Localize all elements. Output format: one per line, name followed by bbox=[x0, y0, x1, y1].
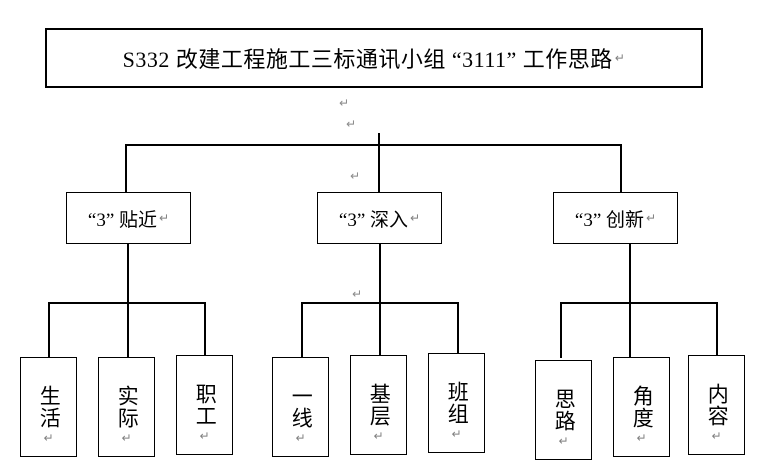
connector-level2-drop-left bbox=[125, 144, 127, 192]
title-box: S332 改建工程施工三标通讯小组 “3111” 工作思路↵ bbox=[45, 28, 703, 88]
level3-box-4: 一线 ↵ bbox=[272, 357, 329, 457]
title-text: S332 改建工程施工三标通讯小组 “3111” 工作思路 bbox=[122, 47, 613, 72]
paragraph-mark-icon: ↵ bbox=[121, 431, 132, 445]
level3-box-8-label: 角度 bbox=[630, 385, 655, 429]
level3-box-6-label: 班组 bbox=[445, 381, 470, 425]
paragraph-mark-icon: ↵ bbox=[451, 427, 462, 441]
level2-box-1-label: “3” 贴近 bbox=[87, 209, 158, 231]
level2-box-2: “3” 深入↵ bbox=[317, 192, 442, 244]
paragraph-mark-icon: ↵ bbox=[646, 211, 657, 225]
level3-box-8: 角度 ↵ bbox=[613, 357, 670, 457]
connector-level2-drop-right bbox=[620, 144, 622, 192]
level3-box-7-label: 思路 bbox=[552, 388, 577, 432]
level2-box-3-label: “3” 创新 bbox=[574, 209, 645, 231]
paragraph-mark-icon: ↵ bbox=[373, 429, 384, 443]
paragraph-mark-icon: ↵ bbox=[410, 211, 421, 225]
paragraph-mark-icon: ↵ bbox=[636, 431, 647, 445]
level3-box-2: 实际 ↵ bbox=[98, 357, 155, 457]
connector-group1-drop-1 bbox=[48, 302, 50, 358]
paragraph-mark-icon: ↵ bbox=[199, 429, 210, 443]
connector-trunk-stem bbox=[378, 133, 380, 192]
connector-group1-stem bbox=[127, 244, 129, 304]
connector-group3-drop-1 bbox=[560, 302, 562, 358]
level3-box-9-label: 内容 bbox=[705, 383, 730, 427]
floating-paragraph-mark-icon-2: ↵ bbox=[346, 117, 357, 131]
connector-group2-drop-2 bbox=[379, 302, 381, 358]
floating-paragraph-mark-icon-4: ↵ bbox=[352, 287, 363, 301]
connector-group2-stem bbox=[379, 244, 381, 304]
level3-box-3: 职工 ↵ bbox=[176, 355, 233, 455]
connector-group3-bus bbox=[560, 302, 718, 304]
level3-box-4-label: 一线 bbox=[289, 385, 314, 429]
level3-box-3-label: 职工 bbox=[193, 383, 218, 427]
connector-group1-drop-2 bbox=[127, 302, 129, 358]
connector-group1-drop-3 bbox=[204, 302, 206, 358]
level2-box-3: “3” 创新↵ bbox=[553, 192, 678, 244]
level3-box-5-label: 基层 bbox=[367, 383, 392, 427]
connector-group2-drop-3 bbox=[457, 302, 459, 358]
connector-level2-bus bbox=[125, 144, 622, 146]
connector-group3-drop-2 bbox=[629, 302, 631, 358]
paragraph-mark-icon: ↵ bbox=[159, 211, 170, 225]
level3-box-1: 生活 ↵ bbox=[20, 357, 77, 457]
connector-group2-drop-1 bbox=[301, 302, 303, 358]
level2-box-1: “3” 贴近↵ bbox=[66, 192, 191, 244]
floating-paragraph-mark-icon-3: ↵ bbox=[350, 169, 361, 183]
level3-box-6: 班组 ↵ bbox=[428, 353, 485, 453]
paragraph-mark-icon: ↵ bbox=[614, 51, 626, 65]
paragraph-mark-icon: ↵ bbox=[711, 429, 722, 443]
level3-box-1-label: 生活 bbox=[37, 385, 62, 429]
connector-group3-stem bbox=[629, 244, 631, 304]
paragraph-mark-icon: ↵ bbox=[43, 431, 54, 445]
floating-paragraph-mark-icon-1: ↵ bbox=[339, 96, 350, 110]
level3-box-2-label: 实际 bbox=[115, 385, 140, 429]
level3-box-7: 思路 ↵ bbox=[535, 360, 592, 460]
level3-box-5: 基层 ↵ bbox=[350, 355, 407, 455]
level3-box-9: 内容 ↵ bbox=[688, 355, 745, 455]
paragraph-mark-icon: ↵ bbox=[295, 431, 306, 445]
level2-box-2-label: “3” 深入 bbox=[338, 209, 409, 231]
connector-group3-drop-3 bbox=[716, 302, 718, 358]
paragraph-mark-icon: ↵ bbox=[558, 434, 569, 448]
